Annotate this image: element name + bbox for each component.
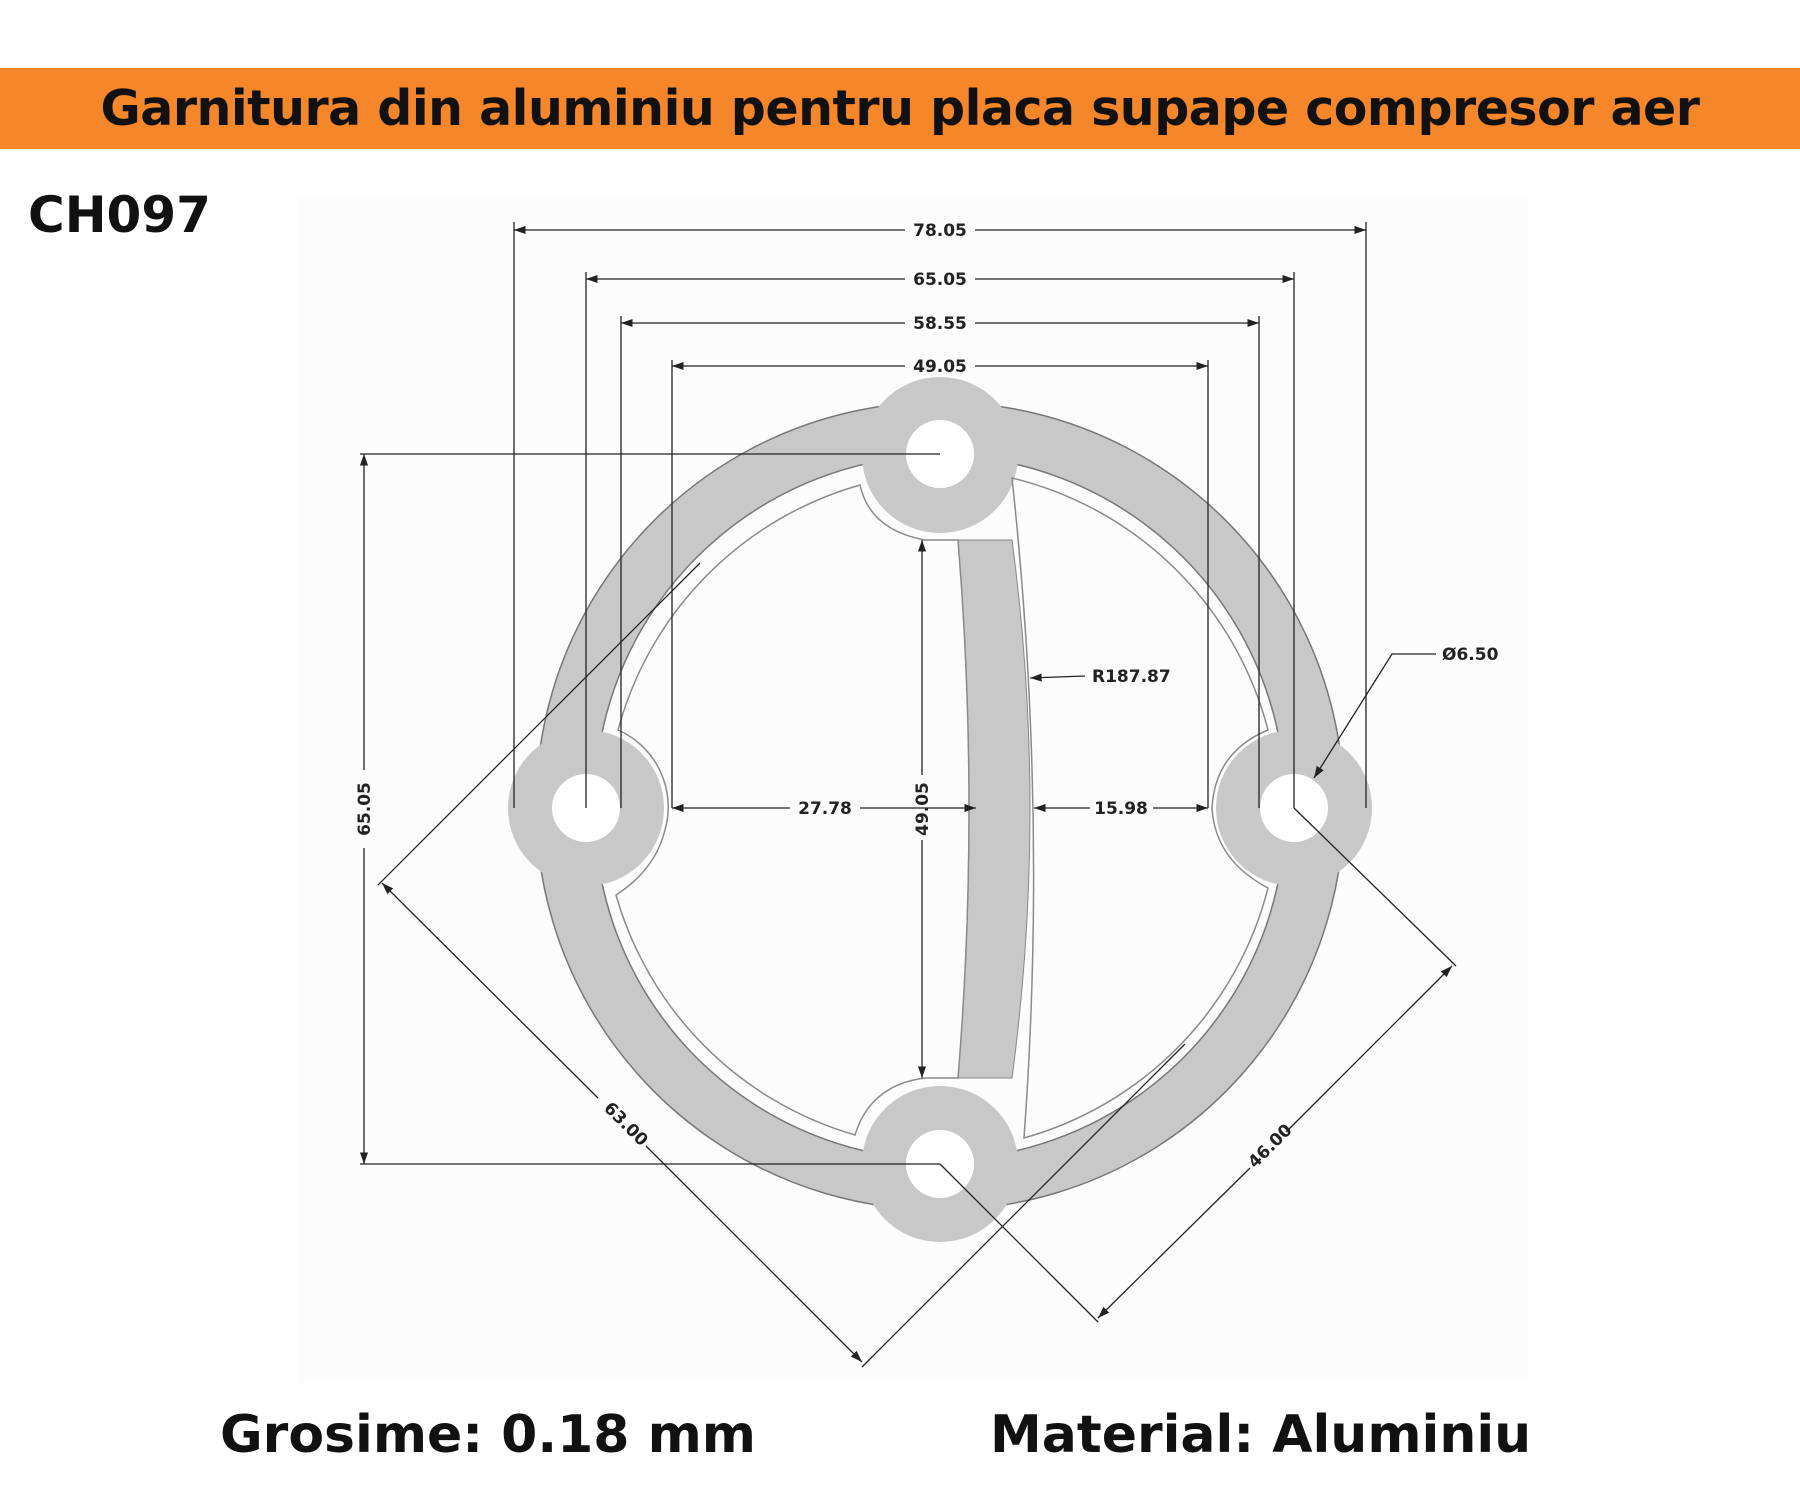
thickness-label: Grosime: 0.18 mm [220,1405,756,1465]
page-title: Garnitura din aluminiu pentru placa supa… [100,80,1700,137]
part-code: CH097 [28,186,211,244]
dim-left-window-width: 27.78 [798,799,852,819]
dim-right-window-width: 15.98 [1094,799,1148,819]
dim-overall-width: 78.05 [913,221,967,241]
dim-inner-width-a: 58.55 [913,314,967,334]
material-label: Material: Aluminiu [990,1405,1532,1465]
dim-center-slot-height: 49.05 [913,782,933,836]
title-bar: Garnitura din aluminiu pentru placa supa… [0,68,1800,149]
dim-outer-hole-spacing: 65.05 [913,270,967,290]
dimension-lines [359,222,1457,1368]
dim-hole-diameter: Ø6.50 [1442,645,1499,665]
dim-arc-radius: R187.87 [1092,667,1171,687]
dim-vertical-hole-spacing: 65.05 [355,782,375,836]
dim-inner-width-b: 49.05 [913,357,967,377]
